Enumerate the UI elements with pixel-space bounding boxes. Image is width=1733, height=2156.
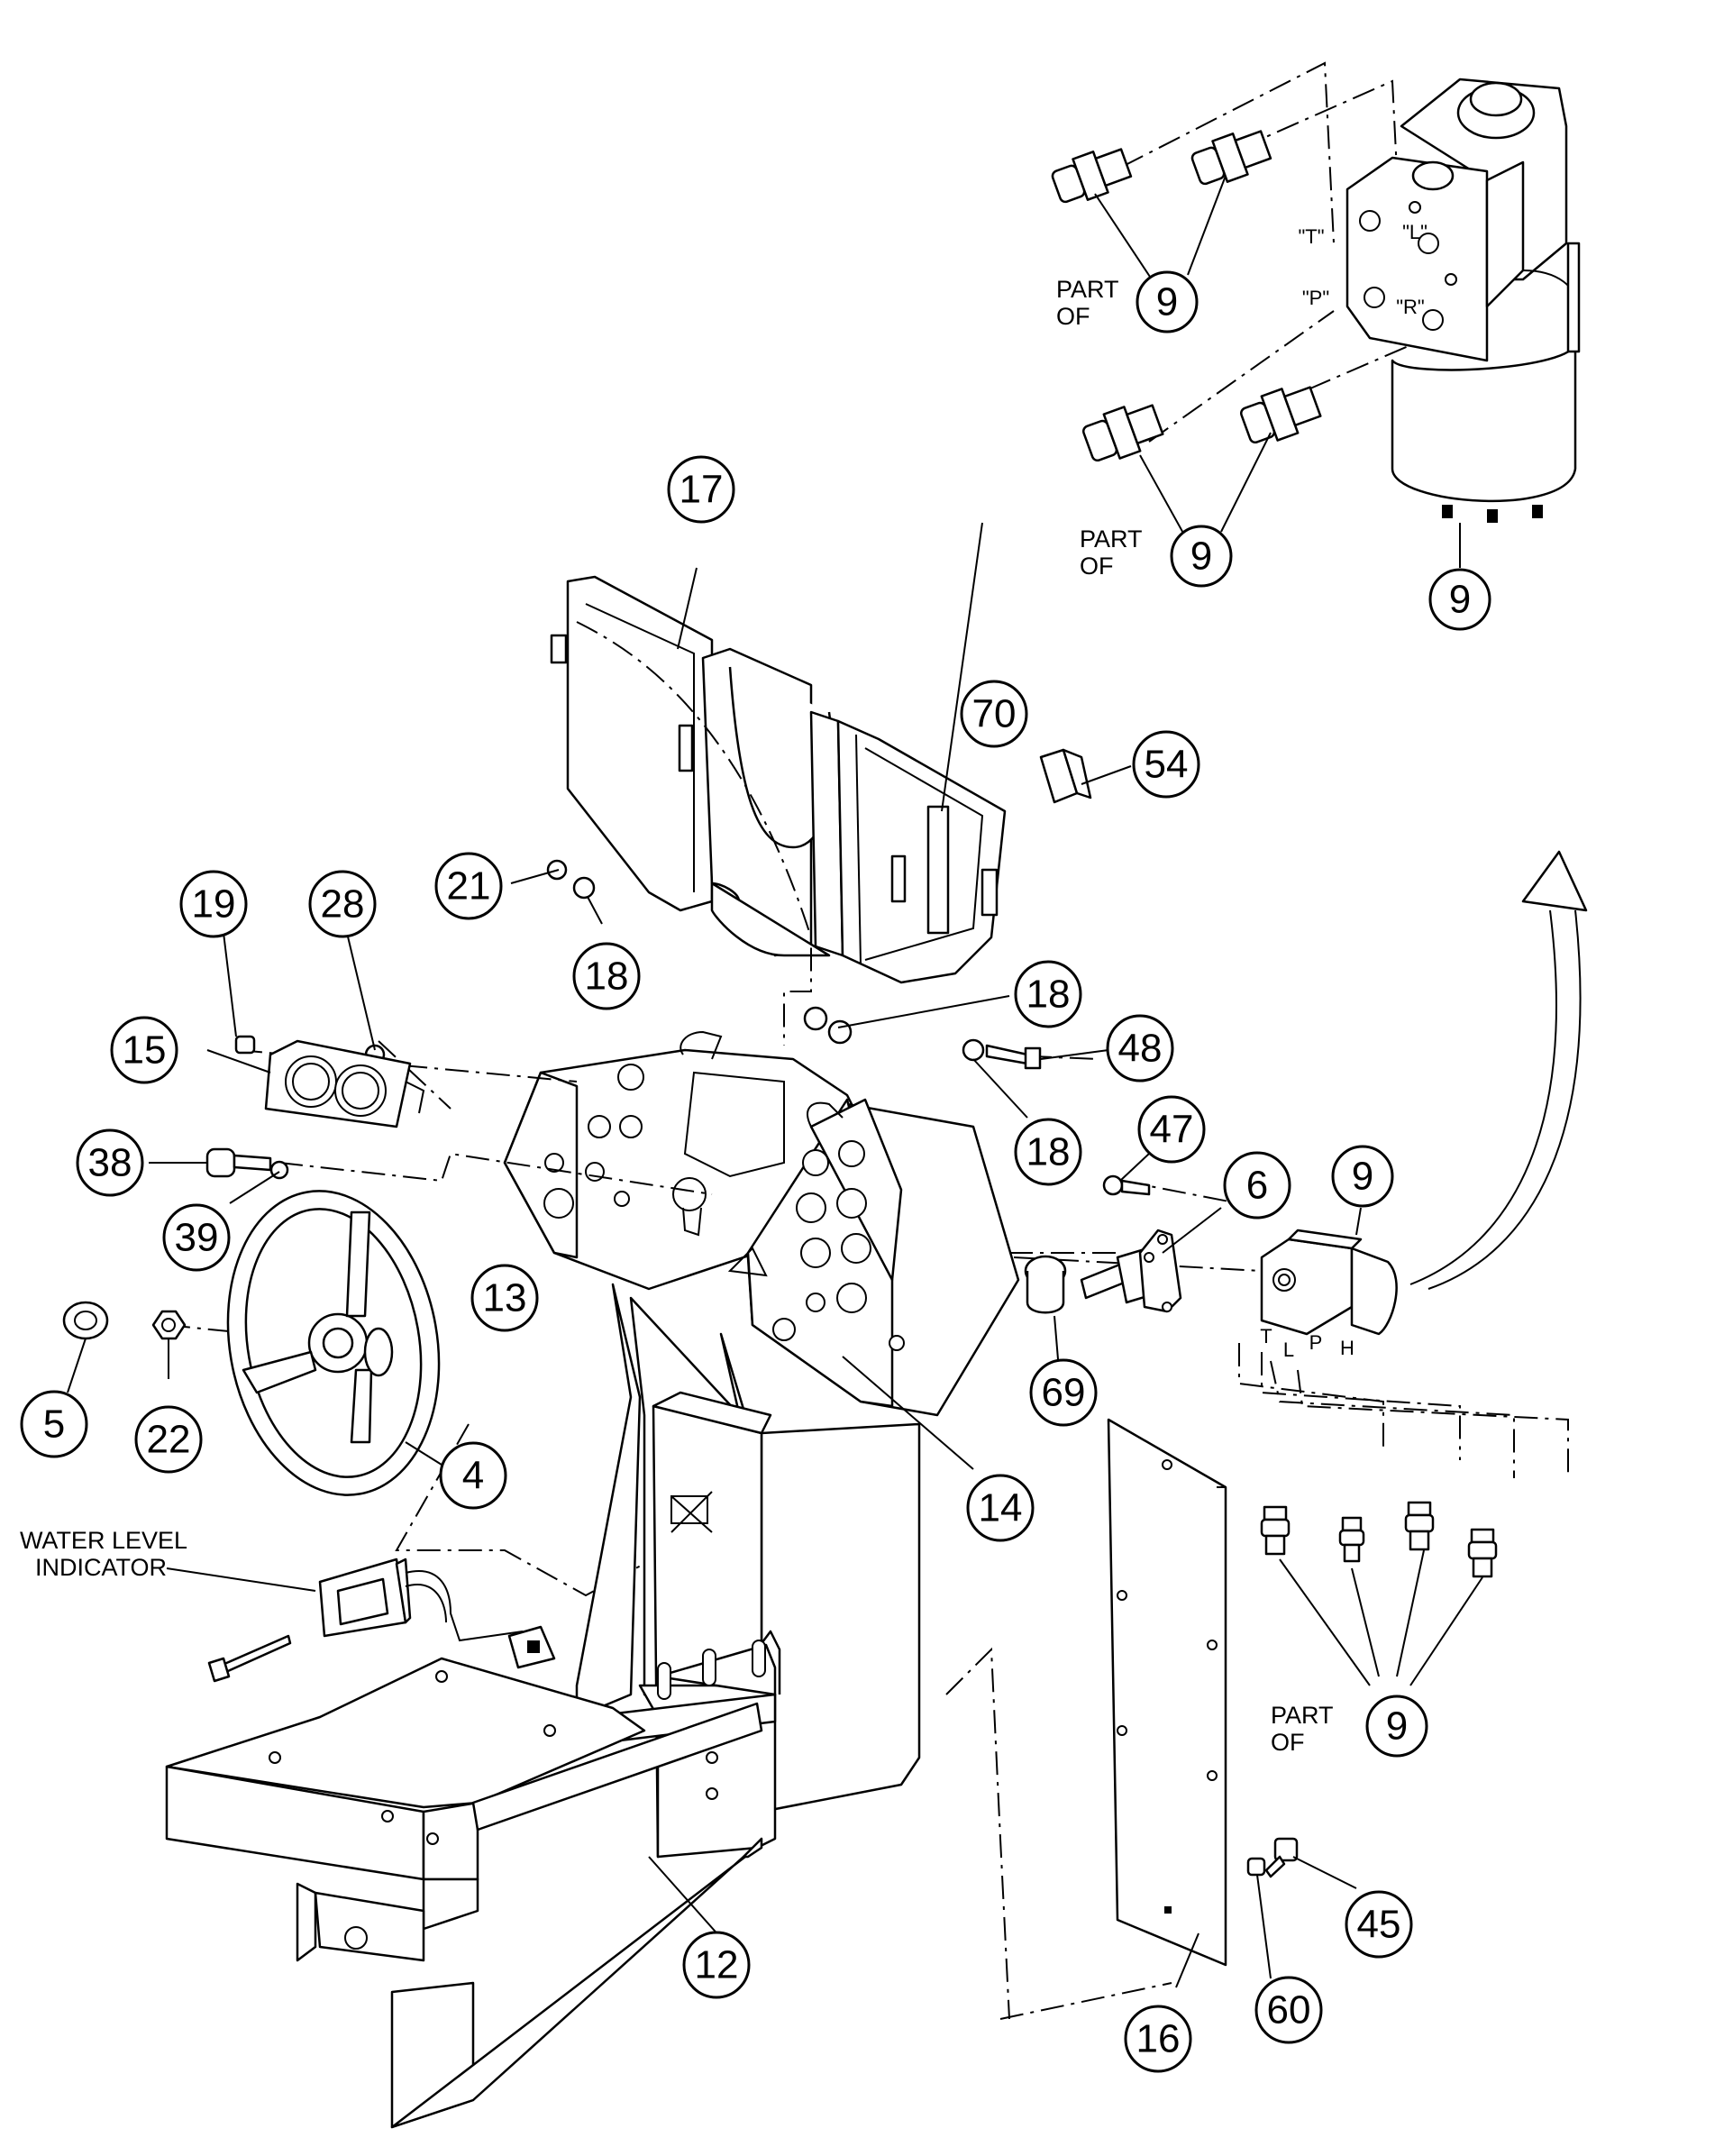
water-level-indicator <box>207 1558 556 1683</box>
callout-69: 69 <box>1029 1358 1098 1427</box>
svg-text:OF: OF <box>1271 1729 1305 1756</box>
port-label-l: "L" <box>1402 221 1427 243</box>
bolt-and-washer <box>1246 1837 1299 1878</box>
clip-54 <box>1039 748 1092 804</box>
steering-wheel <box>226 1190 441 1496</box>
water-level-indicator-label: WATER LEVEL INDICATOR <box>20 1527 187 1581</box>
fasteners <box>205 859 1151 1196</box>
svg-text:OF: OF <box>1080 553 1114 580</box>
callout-28: 28 <box>308 870 377 938</box>
callout-19: 19 <box>179 870 248 938</box>
callout-70: 70 <box>960 680 1028 748</box>
svg-text:9: 9 <box>1449 578 1471 622</box>
gauge-panel <box>264 1039 425 1128</box>
svg-text:69: 69 <box>1042 1371 1086 1415</box>
svg-text:54: 54 <box>1145 743 1189 787</box>
svg-text:6: 6 <box>1246 1164 1268 1208</box>
svg-text:18: 18 <box>1026 973 1071 1017</box>
cover-plate <box>1107 1418 1227 1967</box>
port-label-r: "R" <box>1396 296 1425 318</box>
seat-back-panel <box>550 575 1007 984</box>
nut-and-cap <box>62 1301 187 1340</box>
svg-text:16: 16 <box>1136 2017 1181 2061</box>
svg-text:13: 13 <box>483 1276 527 1320</box>
part-of-label-3: PART OF <box>1271 1702 1334 1756</box>
steering-column <box>1024 1229 1182 1314</box>
hydraulic-fittings-top <box>1051 130 1322 462</box>
svg-text:9: 9 <box>1190 534 1212 579</box>
callout-18-b: 18 <box>1014 960 1082 1028</box>
callout-9-lower-fittings: 9 <box>1170 525 1233 588</box>
callout-48: 48 <box>1106 1014 1174 1083</box>
svg-text:39: 39 <box>175 1216 219 1260</box>
callout-45: 45 <box>1345 1890 1413 1959</box>
svg-text:PART: PART <box>1080 525 1143 553</box>
callout-16: 16 <box>1124 2005 1192 2073</box>
svg-text:PART: PART <box>1056 276 1119 303</box>
svg-text:17: 17 <box>680 468 724 512</box>
callout-22: 22 <box>134 1405 203 1474</box>
dash-panel <box>503 1030 1020 1417</box>
callout-47: 47 <box>1137 1095 1206 1164</box>
svg-text:48: 48 <box>1118 1027 1163 1071</box>
svg-text:28: 28 <box>321 882 365 927</box>
callout-18-c: 18 <box>1014 1118 1082 1186</box>
callout-15: 15 <box>110 1016 178 1084</box>
callout-9-steering-unit-mid: 9 <box>1331 1145 1394 1208</box>
callout-39: 39 <box>162 1203 231 1272</box>
port-label-small-p: P <box>1309 1331 1323 1354</box>
port-label-small-h: H <box>1340 1337 1354 1359</box>
curved-arrow <box>1409 850 1588 1290</box>
svg-text:18: 18 <box>1026 1130 1071 1174</box>
svg-text:INDICATOR: INDICATOR <box>35 1554 167 1581</box>
svg-text:45: 45 <box>1357 1903 1401 1947</box>
callout-9-steering-unit-top: 9 <box>1428 568 1491 631</box>
svg-text:PART: PART <box>1271 1702 1334 1729</box>
callout-17: 17 <box>667 455 735 524</box>
svg-text:12: 12 <box>695 1943 739 1987</box>
svg-text:9: 9 <box>1352 1155 1373 1199</box>
part-of-label-1: PART OF <box>1056 276 1119 330</box>
svg-text:22: 22 <box>147 1418 191 1462</box>
svg-text:5: 5 <box>43 1402 65 1447</box>
port-label-t: "T" <box>1298 225 1324 248</box>
callout-38: 38 <box>76 1128 144 1197</box>
svg-text:WATER LEVEL: WATER LEVEL <box>20 1527 187 1554</box>
svg-text:9: 9 <box>1386 1704 1408 1749</box>
callout-6: 6 <box>1223 1151 1291 1220</box>
hydraulic-fittings-bottom <box>1260 1501 1498 1578</box>
svg-text:18: 18 <box>585 955 629 999</box>
callout-12: 12 <box>682 1931 751 1999</box>
callout-9-bottom-fittings: 9 <box>1365 1695 1428 1758</box>
callout-13: 13 <box>470 1264 539 1332</box>
svg-text:60: 60 <box>1267 1988 1311 2033</box>
svg-text:47: 47 <box>1150 1108 1194 1152</box>
callout-9-top-fittings: 9 <box>1136 270 1199 333</box>
callout-60: 60 <box>1254 1976 1323 2044</box>
callout-4: 4 <box>439 1441 507 1510</box>
svg-text:19: 19 <box>192 882 236 927</box>
svg-text:38: 38 <box>88 1141 132 1185</box>
callout-14: 14 <box>966 1474 1035 1542</box>
callout-21: 21 <box>434 852 503 920</box>
svg-text:70: 70 <box>972 692 1017 736</box>
svg-text:21: 21 <box>447 864 491 909</box>
port-label-small-l: L <box>1283 1338 1294 1361</box>
svg-text:14: 14 <box>979 1486 1023 1530</box>
svg-text:9: 9 <box>1156 280 1178 324</box>
steering-unit-small: T L P H <box>1260 1229 1398 1361</box>
part-of-label-2: PART OF <box>1080 525 1143 580</box>
port-label-p: "P" <box>1302 287 1329 309</box>
console-stand <box>165 1283 921 2129</box>
callout-54: 54 <box>1132 730 1200 799</box>
steering-unit-detail: "T" "L" "P" "R" <box>1121 61 1581 523</box>
callout-18-a: 18 <box>572 942 641 1010</box>
svg-text:OF: OF <box>1056 303 1090 330</box>
callout-5: 5 <box>20 1390 88 1458</box>
port-label-small-t: T <box>1260 1325 1272 1348</box>
svg-text:15: 15 <box>123 1028 167 1073</box>
svg-text:4: 4 <box>462 1454 484 1498</box>
